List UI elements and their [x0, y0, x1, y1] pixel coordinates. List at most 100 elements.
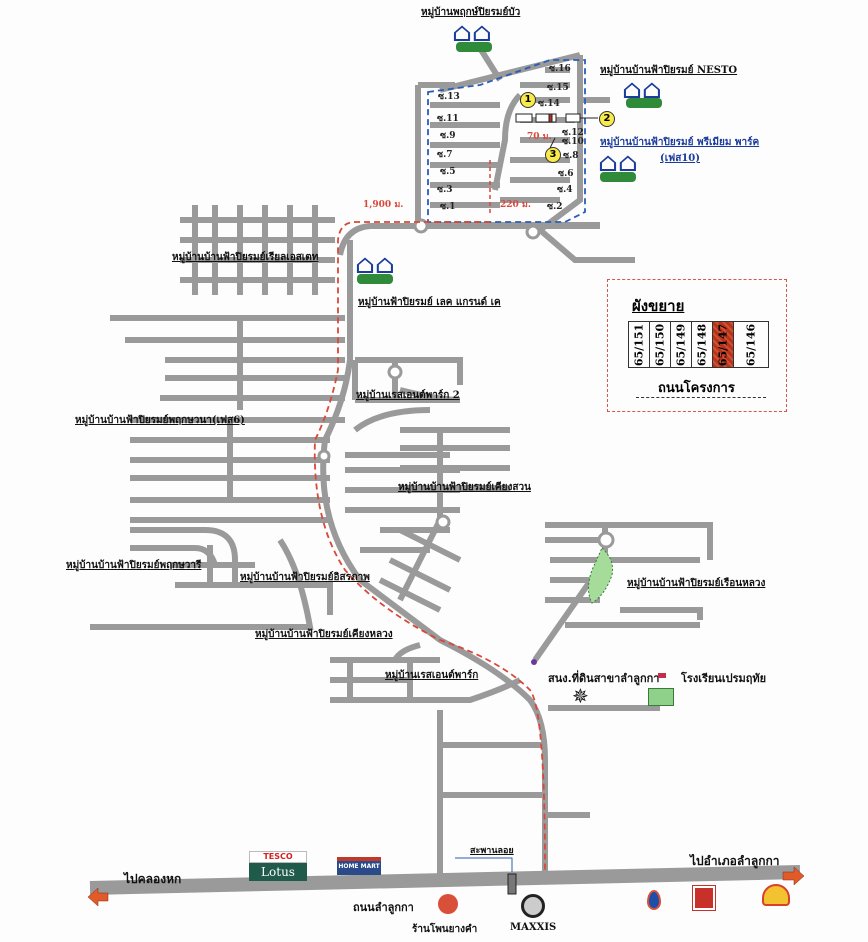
tire-shop-icon [438, 894, 458, 914]
label-village-view[interactable]: หมู่บ้านพฤกษ์ปิยรมย์บัว [421, 7, 521, 18]
label-village-premium[interactable]: หมู่บ้านบ้านฟ้าปิยรมย์ พรีเมียม พาร์ค [600, 137, 760, 148]
road-southwest [90, 527, 333, 630]
label-maxxis[interactable]: MAXXIS [510, 922, 557, 933]
school-icon [648, 688, 674, 706]
roundabout [387, 364, 403, 380]
road-resident-park-2 [352, 357, 463, 433]
soi-label: ซ.16 [549, 64, 571, 74]
village-premium-lawn-icon [600, 172, 636, 182]
label-school[interactable]: โรงเรียนเปรมฤทัย [681, 672, 767, 685]
main-road[interactable] [89, 865, 801, 895]
plot-1[interactable] [515, 113, 533, 123]
road-south [437, 710, 590, 880]
park-area [588, 547, 613, 604]
road-rim-bueng [532, 522, 713, 662]
road-block-mid [492, 92, 523, 191]
label-village-rim-bueng[interactable]: หมู่บ้านบ้านฟ้าปิยรมย์เรือนหลวง [627, 578, 766, 589]
label-village-ratchaphruek[interactable]: หมู่บ้านบ้านฟ้าปิยรมย์อิสรภาพ [240, 572, 370, 583]
legend-plot-highlighted[interactable]: 65/147 [713, 322, 734, 367]
arrow-left-icon [87, 887, 109, 907]
block-plots [515, 113, 598, 149]
legend-road-label: ถนนโครงการ [658, 381, 735, 396]
soi-label: ซ.7 [437, 150, 453, 160]
arrow-right-icon [782, 866, 805, 886]
label-overpass: สะพานลอย [470, 846, 514, 856]
label-village-phruksa-wana[interactable]: หมู่บ้านบ้านฟ้าปิยรมย์พฤกษวนา(เฟส6) [75, 415, 245, 426]
soi-label: ซ.5 [440, 167, 456, 177]
label-tire-shop[interactable]: ร้านโพนยางคำ [412, 924, 478, 935]
roundabout [597, 531, 615, 549]
overpass-pointer [455, 857, 513, 872]
shell-logo-icon[interactable] [762, 884, 790, 906]
label-to-left: ไปคลองหก [124, 872, 182, 886]
road-khiang-suan [345, 427, 510, 613]
soi-label: ซ.12 [562, 128, 584, 138]
label-village-khiang-luang[interactable]: หมู่บ้านบ้านฟ้าปิยรมย์เคียงหลวง [255, 629, 393, 640]
label-village-resident-park[interactable]: หมู่บ้านเรสเอนต์พาร์ก [385, 670, 479, 681]
legend-plot[interactable]: 65/150 [650, 322, 671, 367]
soi-label: ซ.3 [437, 185, 453, 195]
tire-icon [521, 894, 545, 918]
route-path [313, 221, 546, 871]
ptt-logo-icon[interactable] [647, 890, 661, 910]
soi-label: ซ.15 [547, 83, 569, 93]
label-village-resident-park-2[interactable]: หมู่บ้านเรสเอนต์พาร์ก 2 [356, 390, 460, 401]
plot-group[interactable] [535, 113, 557, 123]
label-village-lake-grand[interactable]: หมู่บ้านฟ้าปิยรมย์ เลค แกรนด์ เค [358, 297, 501, 308]
legend-road-dash [636, 397, 766, 398]
overpass-icon [507, 873, 517, 895]
roundabout [317, 449, 331, 463]
soi-label: ซ.9 [440, 131, 456, 141]
label-to-right: ไปอำเภอลำลูกกา [690, 854, 780, 868]
village-view-lawn-icon [456, 42, 492, 52]
soi-label: ซ.14 [538, 99, 560, 109]
marker-3-leader [549, 137, 556, 149]
marker-2[interactable]: 2 [599, 111, 615, 127]
road-links [475, 43, 610, 103]
roundabout [413, 218, 429, 234]
marker-1[interactable]: 1 [520, 92, 536, 108]
village-nesto-lawn-icon [626, 98, 662, 108]
soi-label: ซ.8 [563, 151, 579, 161]
village-lake-lawn-icon [357, 274, 393, 284]
soi-label: ซ.11 [437, 114, 459, 124]
road-resident-park [330, 642, 522, 703]
soi-label: ซ.10 [562, 137, 584, 147]
soi-label: ซ.2 [547, 202, 563, 212]
label-village-west-grid[interactable]: หมู่บ้านบ้านฟ้าปิยรมย์เรียลเอสเตท [172, 252, 319, 263]
legend-box: ผังขยาย 65/151 65/150 65/149 65/148 65/1… [607, 279, 787, 412]
homemart-logo[interactable]: HOME MART [337, 857, 381, 875]
label-land-office[interactable]: สนง.ที่ดินสาขาลำลูกกา [548, 672, 660, 685]
garuda-emblem-icon: ✵ [572, 684, 589, 708]
road-top-connector [337, 223, 635, 263]
legend-plot[interactable]: 65/148 [692, 322, 713, 367]
flag-icon [658, 673, 666, 678]
soi-label: ซ.1 [440, 202, 456, 212]
marker-3[interactable]: 3 [545, 147, 561, 163]
soi-label: ซ.4 [557, 185, 573, 195]
roundabout [525, 224, 541, 240]
plot-2[interactable] [565, 113, 581, 123]
label-village-nesto[interactable]: หมู่บ้านบ้านฟ้าปิยรมย์ NESTO [600, 65, 738, 76]
distance-label-220: 220 ม. [500, 200, 531, 210]
soi-label: ซ.13 [438, 92, 460, 102]
legend-title: ผังขยาย [632, 297, 685, 315]
road-west-streets [110, 315, 345, 523]
road-west-grid [180, 205, 335, 295]
label-village-phruksa-wari[interactable]: หมู่บ้านบ้านฟ้าปิยรมย์พฤกษวารี [66, 560, 202, 571]
road-main-spine [320, 240, 548, 880]
plot-highlight[interactable] [548, 113, 553, 123]
caltex-logo-icon[interactable] [692, 885, 716, 911]
legend-plot[interactable]: 65/146 [744, 323, 758, 366]
roundabout [435, 514, 451, 530]
legend-plot[interactable]: 65/149 [671, 322, 692, 367]
tesco-lotus-logo[interactable]: TESCO Lotus [249, 851, 307, 881]
intersection-icon [531, 659, 537, 665]
label-village-khiang-suan[interactable]: หมู่บ้านบ้านฟ้าปิยรมย์เคียงสวน [398, 482, 531, 493]
label-village-premium-phase[interactable]: (เฟส10) [660, 153, 700, 164]
legend-plot[interactable]: 65/151 [629, 322, 650, 367]
label-main-road: ถนนลำลูกกา [353, 901, 414, 914]
distance-label-70: 70 ม. [527, 132, 552, 142]
legend-plot-strip: 65/151 65/150 65/149 65/148 65/147 65/14… [628, 321, 769, 368]
